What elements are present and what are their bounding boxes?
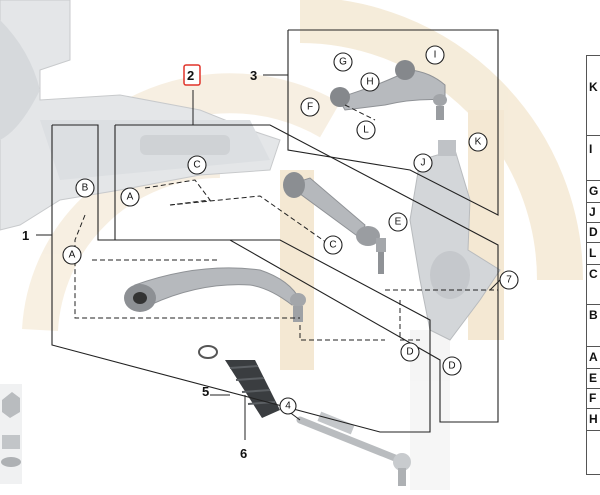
callout-group: B A A C C E D D G H I F L K J (62, 45, 488, 376)
frame-item-3 (287, 29, 499, 216)
callout-circle-7 (499, 270, 519, 290)
callout-J: J (421, 158, 426, 169)
item-number-6: 6 (240, 446, 247, 461)
legend-row-E (586, 368, 600, 388)
callout-C-mid: C (329, 240, 336, 251)
item-number-3: 3 (250, 68, 257, 83)
legend-label-D: D (589, 225, 598, 239)
legend-label-E: E (589, 371, 598, 385)
callout-K: K (475, 137, 482, 148)
tie-rod-end-image (296, 411, 411, 486)
legend-row-H (586, 408, 600, 430)
part-number-box (183, 64, 201, 86)
frame-item-1 (51, 124, 431, 433)
callout-A-left: A (69, 250, 76, 261)
part-number-label: 2 (187, 68, 194, 83)
callout-D-right: D (448, 361, 455, 372)
legend-row-B (586, 304, 600, 346)
callout-circle-4 (279, 397, 297, 415)
bellows-boot-image (198, 345, 280, 418)
callout-F: F (307, 102, 313, 113)
legend-label-L: L (589, 246, 597, 260)
legend-row-K (586, 55, 600, 135)
legend-label-G: G (589, 184, 599, 198)
legend-label-J: J (589, 205, 596, 219)
callout-G: G (339, 57, 347, 68)
legend-row-A (586, 346, 600, 368)
legend-row-C (586, 264, 600, 304)
callout-C-top: C (193, 160, 200, 171)
legend-row-empty (586, 430, 600, 475)
legend-row-F (586, 388, 600, 408)
legend-row-J (586, 202, 600, 222)
legend-row-I (586, 135, 600, 180)
legend-label-I: I (589, 142, 593, 156)
legend-label-H: H (589, 412, 598, 426)
frame-item-2 (114, 124, 499, 423)
callout-E: E (395, 217, 402, 228)
callout-I: I (434, 50, 437, 61)
legend-label-F: F (589, 391, 597, 405)
guide-lines (74, 104, 498, 341)
legend-label-C: C (589, 267, 598, 281)
legend-label-A: A (589, 350, 598, 364)
upper-wishbone-image (330, 60, 447, 120)
item-number-4: 4 (285, 401, 291, 412)
tension-strut-image (283, 172, 386, 274)
lower-control-arm-image (124, 267, 306, 322)
item-number-1: 1 (22, 228, 29, 243)
legend-label-K: K (589, 80, 598, 94)
item-number-7: 7 (506, 275, 512, 286)
callout-B: B (82, 183, 89, 194)
legend-row-G (586, 180, 600, 202)
item-number-5: 5 (202, 384, 209, 399)
hardware-thumbnails (0, 384, 22, 484)
legend-label-B: B (589, 308, 598, 322)
legend-row-L (586, 242, 600, 264)
callout-D-left: D (406, 347, 413, 358)
callout-L: L (363, 125, 369, 136)
legend-row-D (586, 222, 600, 242)
steering-knuckle-image (409, 140, 501, 341)
callout-A-top: A (127, 192, 134, 203)
callout-H: H (366, 77, 373, 88)
